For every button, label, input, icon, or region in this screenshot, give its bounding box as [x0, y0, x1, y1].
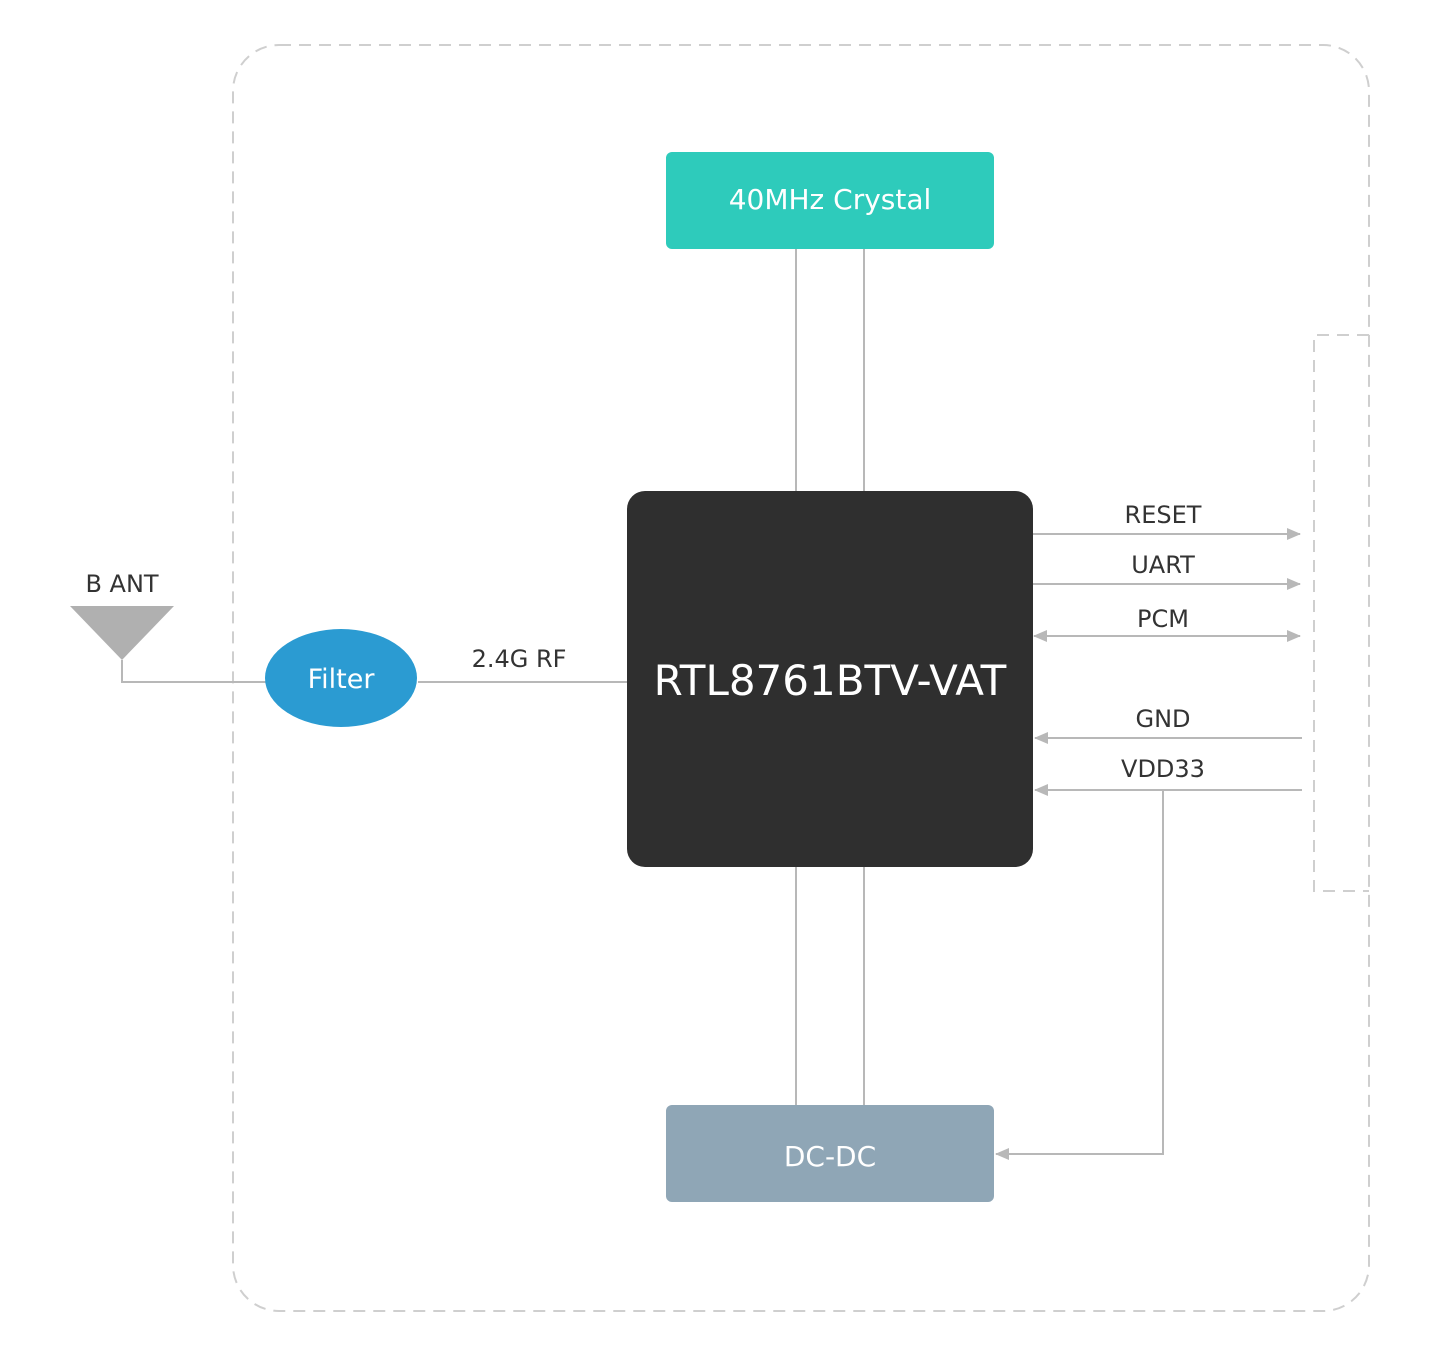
- dcdc-block: [666, 1105, 994, 1202]
- signal-label-gnd: GND: [1135, 705, 1190, 733]
- antenna-label: B ANT: [85, 570, 158, 598]
- filter-block: [265, 629, 417, 727]
- module-border: [232, 44, 1370, 1312]
- dcdc-label: DC-DC: [784, 1140, 876, 1173]
- filter-label: Filter: [308, 664, 376, 695]
- antenna-icon: [70, 606, 174, 660]
- crystal-block: [666, 152, 994, 249]
- vdd33-to-dcdc-line: [995, 790, 1164, 1160]
- signal-label-uart: UART: [1131, 551, 1195, 579]
- pin-header-bracket: [1313, 334, 1369, 892]
- signal-label-reset: RESET: [1125, 501, 1202, 529]
- signal-label-vdd33: VDD33: [1121, 755, 1205, 783]
- antenna-line: [121, 660, 266, 683]
- rf-label: 2.4G RF: [472, 645, 567, 673]
- chip-block: [627, 491, 1033, 867]
- chip-label: RTL8761BTV-VAT: [654, 656, 1007, 705]
- crystal-label: 40MHz Crystal: [729, 183, 932, 216]
- signal-label-pcm: PCM: [1137, 605, 1189, 633]
